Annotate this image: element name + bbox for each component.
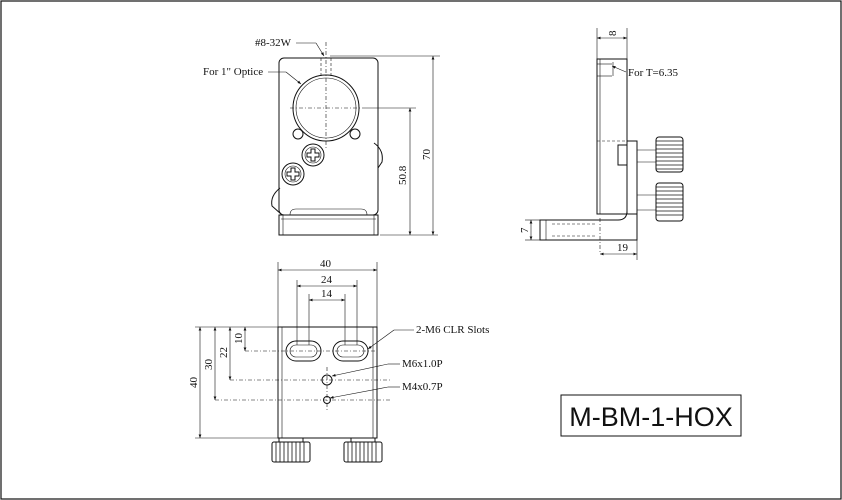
dim-30: 30	[203, 359, 215, 371]
callout-m6: M6x1.0P	[402, 358, 443, 370]
side-base	[539, 210, 638, 241]
callout-slots: 2-M6 CLR Slots	[416, 324, 489, 336]
dim-10: 10	[233, 333, 245, 345]
part-number-box: M-BM-1-HOX	[560, 394, 742, 437]
adjuster-knob-lower	[655, 182, 684, 222]
dim-50-8: 50.8	[397, 165, 409, 185]
screw-upper	[301, 143, 325, 167]
bottom-knob-left	[271, 437, 311, 463]
callout-thread: #8-32W	[255, 37, 292, 49]
dim-22: 22	[218, 347, 230, 358]
callout-m4: M4x0.7P	[402, 381, 443, 393]
bottom-view: 40 24 14 10 22 30 40 2-M6 CLR Slots M6x1…	[188, 258, 489, 463]
dim-19: 19	[617, 242, 629, 254]
screw-lower	[281, 162, 305, 186]
dim-24: 24	[321, 274, 333, 286]
side-plate	[596, 58, 628, 215]
bottom-knob-right	[343, 437, 383, 463]
callout-thickness: For T=6.35	[628, 67, 679, 79]
dim-40-height: 40	[188, 377, 200, 389]
dim-8: 8	[607, 30, 619, 36]
part-number: M-BM-1-HOX	[569, 402, 733, 432]
front-view: #8-32W For 1" Optice 50.8 70	[203, 37, 440, 236]
callout-optic: For 1" Optice	[203, 66, 263, 78]
bottom-plate	[277, 326, 378, 439]
dim-14: 14	[321, 288, 333, 300]
front-base	[278, 214, 379, 236]
dim-40-width: 40	[320, 258, 332, 270]
dim-7: 7	[519, 227, 531, 233]
adjuster-knob-upper	[655, 136, 684, 173]
side-view: 8 For T=6.35 7 19	[519, 28, 684, 260]
dim-70: 70	[421, 149, 433, 161]
